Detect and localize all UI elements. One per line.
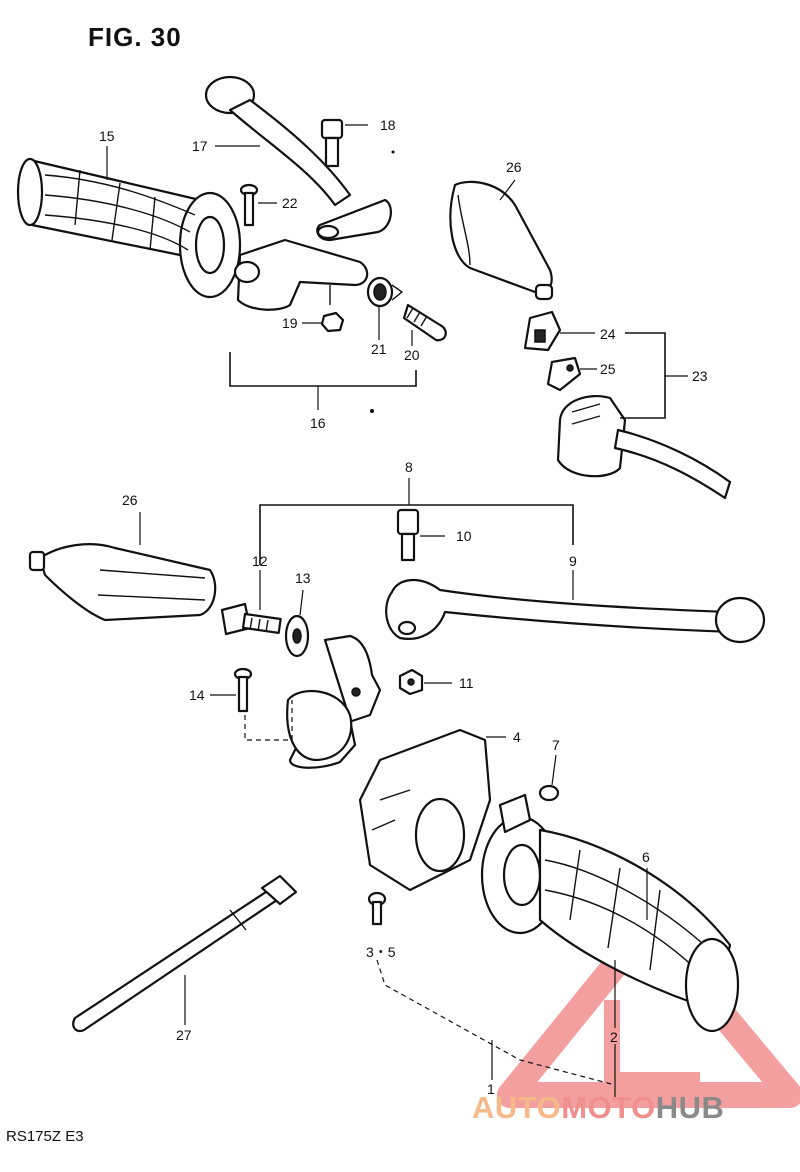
throttle-grip-part-6: [480, 793, 740, 1033]
callout-6: 6: [642, 849, 650, 865]
nut-part-19: [320, 311, 345, 333]
lever-cover-part-26-upper: [449, 180, 554, 301]
watermark-hub: HUB: [655, 1090, 725, 1125]
callout-14: 14: [189, 687, 205, 703]
callout-23: 23: [692, 368, 708, 384]
callout-labels: 15 17 18 22 26 19 21 20 16 24 25 23 8 10…: [99, 117, 708, 1097]
adjuster-part-21: [366, 276, 404, 308]
washer-part-13: [284, 614, 310, 658]
adjuster-bolt-part-20: [402, 303, 447, 342]
bolt-part-10: [396, 508, 420, 562]
callout-20: 20: [404, 347, 420, 363]
callout-13: 13: [295, 570, 311, 586]
nut-part-11: [398, 668, 424, 696]
callout-19: 19: [282, 315, 298, 331]
callout-26-upper: 26: [506, 159, 522, 175]
switch-housing-part-4: [358, 728, 492, 892]
screw-part-22: [239, 183, 259, 227]
callout-2: 2: [610, 1029, 618, 1045]
callout-15: 15: [99, 128, 115, 144]
callout-1: 1: [487, 1081, 495, 1097]
callout-3-5: 3・5: [366, 944, 396, 960]
bolt-part-18: [320, 118, 344, 168]
brake-lever-part-9: [385, 579, 766, 644]
callout-17: 17: [192, 138, 208, 154]
screw-part-14: [233, 667, 253, 713]
callout-24: 24: [600, 326, 616, 342]
callout-12: 12: [252, 553, 268, 569]
callout-4: 4: [513, 729, 521, 745]
callout-21: 21: [371, 341, 387, 357]
switch-part-24: [523, 310, 562, 352]
pivot-bolt-part-12: [220, 602, 282, 636]
lever-cover-part-26-lower: [28, 543, 217, 622]
callout-10: 10: [456, 528, 472, 544]
model-code: RS175Z E3: [6, 1128, 84, 1145]
callout-22: 22: [282, 195, 298, 211]
lever-holder-part-16: [233, 238, 369, 311]
left-grip-part-15: [16, 157, 242, 299]
watermark-text: AUTOMOTOHUB: [472, 1090, 724, 1126]
leader-lines: [106, 124, 688, 1100]
callout-16: 16: [310, 415, 326, 431]
callout-26-lower: 26: [122, 492, 138, 508]
cable-tie-part-27: [72, 874, 298, 1033]
clip-part-25: [546, 356, 582, 392]
watermark-auto: AUTO: [472, 1090, 562, 1125]
figure-title: FIG. 30: [88, 22, 182, 52]
switch-housing-part-23: [556, 394, 732, 500]
screw-part-3-5: [367, 891, 387, 926]
brake-bracket-lower: [286, 634, 382, 769]
callout-18: 18: [380, 117, 396, 133]
callout-7: 7: [552, 737, 560, 753]
callout-11: 11: [459, 675, 474, 691]
callout-25: 25: [600, 361, 616, 377]
callout-9: 9: [569, 553, 577, 569]
callout-27: 27: [176, 1027, 192, 1043]
watermark-moto: MOTO: [561, 1090, 656, 1125]
small-part-7: [538, 784, 560, 802]
clutch-lever-part-17: [204, 75, 392, 242]
callout-8: 8: [405, 459, 413, 475]
